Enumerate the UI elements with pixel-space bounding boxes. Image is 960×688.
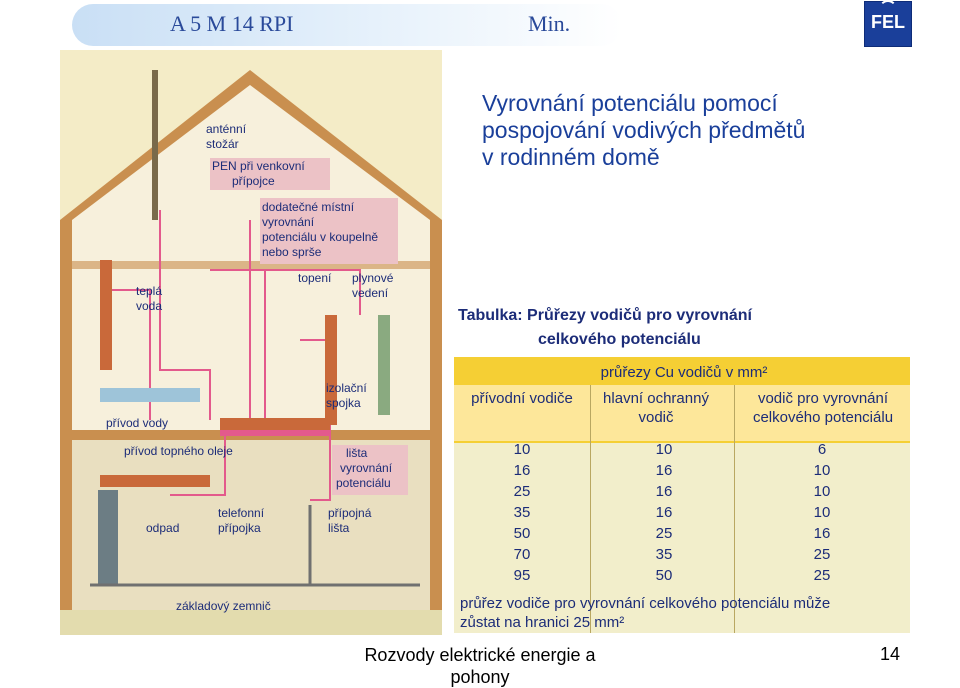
cell-r1-c1: 10: [513, 441, 531, 458]
label-connection-bar-1: přípojná: [328, 506, 372, 520]
label-gas-2: vedení: [352, 286, 389, 300]
cell-r5-c2: 25: [655, 525, 673, 542]
logo-text: FEL: [871, 12, 905, 32]
label-bonding-2: vyrovnání: [262, 215, 315, 229]
table-title: Tabulka: Průřezy vodičů pro vyrovnání ce…: [454, 305, 910, 357]
column-divider: [734, 385, 735, 633]
cross-section-table: Tabulka: Průřezy vodičů pro vyrovnání ce…: [454, 305, 910, 633]
cell-r5-c3: 16: [813, 525, 831, 542]
cell-r4-c1: 35: [513, 504, 531, 521]
course-code: A 5 M 14 RPI: [170, 11, 294, 36]
cell-r1-c3: 6: [817, 441, 827, 458]
cell-r3-c1: 25: [513, 483, 531, 500]
title-line-2: pospojování vodivých předmětů: [482, 117, 806, 143]
header-banner: [72, 4, 622, 46]
label-earth: základový zemnič: [176, 599, 271, 613]
label-phone-1: telefonní: [218, 506, 265, 520]
cell-r3-c2: 16: [655, 483, 673, 500]
footer-course-name: Rozvody elektrické energie a pohony: [360, 644, 600, 688]
label-hot-water-2: voda: [136, 299, 162, 313]
cell-r2-c3: 10: [813, 462, 831, 479]
column-header-main-pe: hlavní ochranný vodič: [603, 390, 709, 426]
label-insulating-2: spojka: [326, 396, 361, 410]
cell-r7-c1: 95: [513, 567, 531, 584]
cell-r7-c3: 25: [813, 567, 831, 584]
label-pen-1: PEN při venkovní: [212, 159, 305, 173]
cell-r4-c2: 16: [655, 504, 673, 521]
cell-r6-c1: 70: [513, 546, 531, 563]
label-bar-3: potenciálu: [336, 476, 391, 490]
table-note-line-1: průřez vodiče pro vyrovnání celkového po…: [460, 595, 831, 612]
house-illustration: anténní stožár PEN při venkovní přípojce…: [60, 50, 442, 635]
title-line-3: v rodinném domě: [482, 144, 660, 170]
title-line-1: Vyrovnání potenciálu pomocí: [482, 90, 778, 116]
cell-r4-c3: 10: [813, 504, 831, 521]
table-note-line-2: zůstat na hranici 25 mm²: [460, 614, 625, 631]
cell-r7-c2: 50: [655, 567, 673, 584]
footer-line-2: pohony: [450, 667, 510, 687]
label-phone-2: přípojka: [218, 521, 261, 535]
label-antenna-1: anténní: [206, 122, 247, 136]
house-diagram: anténní stožár PEN při venkovní přípojce…: [60, 70, 442, 635]
column-divider: [590, 385, 591, 633]
fel-logo: FEL: [864, 0, 912, 47]
label-drain: odpad: [146, 521, 179, 535]
cell-r6-c3: 25: [813, 546, 831, 563]
label-antenna-2: stožár: [206, 137, 239, 151]
label-oil-supply: přívod topného oleje: [124, 444, 233, 458]
logo-arc-icon: [879, 0, 897, 18]
label-heating: topení: [298, 271, 332, 285]
unit-header: průřezy Cu vodičů v mm²: [600, 364, 768, 381]
column-header-bonding: vodič pro vyrovnání celkového potenciálu: [752, 390, 894, 426]
cell-r3-c3: 10: [813, 483, 831, 500]
footer-line-1: Rozvody elektrické energie a: [364, 645, 596, 665]
label-hot-water-1: teplá: [136, 284, 162, 298]
page-number: 14: [880, 644, 901, 664]
label-bonding-4: nebo sprše: [262, 245, 322, 259]
cell-r6-c2: 35: [655, 546, 673, 563]
label-gas-1: plynové: [352, 271, 394, 285]
slide-title: Vyrovnání potenciálu pomocí pospojování …: [482, 90, 942, 171]
header-tag: Min.: [528, 11, 571, 36]
label-pen-2: přípojce: [232, 174, 275, 188]
cell-r2-c2: 16: [655, 462, 673, 479]
label-bonding-3: potenciálu v koupelně: [262, 230, 378, 244]
label-water-supply: přívod vody: [106, 416, 168, 430]
table-title-line-2: celkového potenciálu: [538, 331, 701, 348]
column-header-supply: přívodní vodiče: [471, 390, 573, 407]
label-bar-2: vyrovnání: [340, 461, 393, 475]
label-connection-bar-2: lišta: [328, 521, 350, 535]
label-bonding-1: dodatečné místní: [262, 200, 355, 214]
cell-r1-c2: 10: [655, 441, 673, 458]
cell-r5-c1: 50: [513, 525, 531, 542]
label-insulating-1: izolační: [326, 381, 367, 395]
table-title-line-1: Tabulka: Průřezy vodičů pro vyrovnání: [458, 307, 752, 324]
cell-r2-c1: 16: [513, 462, 531, 479]
label-bar-1: lišta: [346, 446, 368, 460]
table-column-band: [454, 385, 910, 441]
